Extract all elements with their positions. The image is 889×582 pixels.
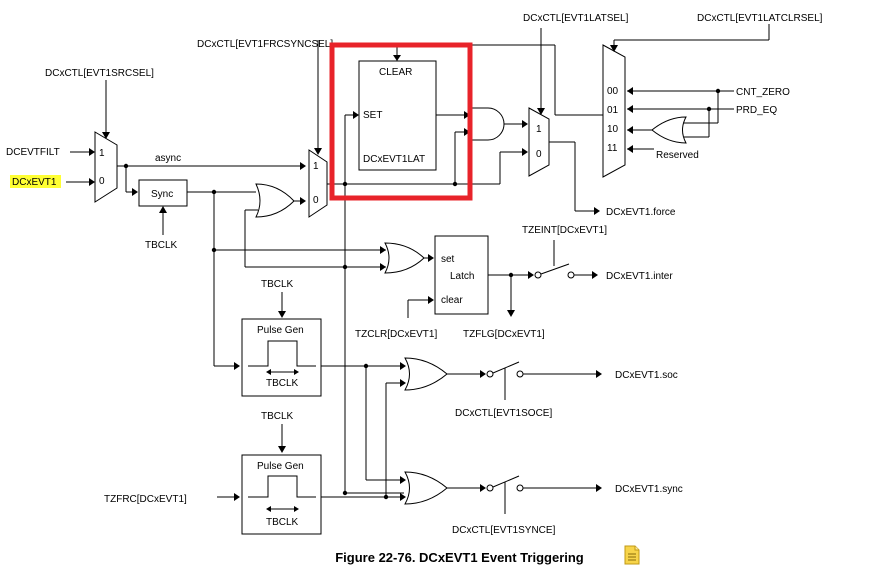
and-gate-latch bbox=[469, 107, 505, 141]
frcsync-mux bbox=[308, 149, 328, 218]
label-evt1srcsel: DCxCTL[EVT1SRCSEL] bbox=[45, 68, 154, 79]
label-tzfrc: TZFRC[DCxEVT1] bbox=[104, 494, 187, 505]
focus-highlight-box bbox=[329, 42, 473, 201]
label-tzclr: TZCLR[DCxEVT1] bbox=[355, 329, 437, 340]
note-icon[interactable] bbox=[624, 545, 640, 565]
label-latch-clear: clear bbox=[441, 295, 463, 306]
label-cnt-zero: CNT_ZERO bbox=[736, 87, 790, 98]
latclr-sel-00: 00 bbox=[607, 86, 619, 97]
switch-sync-in bbox=[486, 484, 494, 492]
pulse-gen-1 bbox=[241, 318, 322, 397]
or-gate-soc bbox=[404, 357, 448, 391]
label-sync-out: DCxEVT1.sync bbox=[615, 484, 683, 495]
input-mux bbox=[94, 131, 118, 203]
label-evt1latclrsel: DCxCTL[EVT1LATCLRSEL] bbox=[697, 13, 823, 24]
label-evt1latsel: DCxCTL[EVT1LATSEL] bbox=[523, 13, 629, 24]
sync-label: Sync bbox=[151, 189, 173, 200]
or-gate-latch bbox=[384, 242, 425, 274]
pulse-gen-2-label: Pulse Gen bbox=[257, 461, 304, 472]
switch-soc-out bbox=[516, 370, 524, 378]
latclr-sel-11: 11 bbox=[607, 143, 618, 154]
label-soce: DCxCTL[EVT1SOCE] bbox=[455, 408, 552, 419]
pulse-gen-1-tbclk: TBCLK bbox=[266, 378, 299, 389]
label-dcxevt1: DCxEVT1 bbox=[12, 177, 57, 188]
label-latch-set: set bbox=[441, 254, 455, 265]
latsel-mux bbox=[528, 107, 550, 177]
frcsync-mux-0: 0 bbox=[313, 195, 319, 206]
label-inter: DCxEVT1.inter bbox=[606, 271, 673, 282]
label-latch: Latch bbox=[450, 271, 474, 282]
interrupt-latch-block bbox=[434, 235, 489, 315]
or-gate-sync bbox=[255, 183, 295, 218]
label-soc: DCxEVT1.soc bbox=[615, 370, 678, 381]
label-tbclk-pulse1: TBCLK bbox=[261, 279, 294, 290]
pulse-gen-1-label: Pulse Gen bbox=[257, 325, 304, 336]
or-gate-syncout bbox=[404, 471, 448, 505]
input-mux-1: 1 bbox=[99, 148, 105, 159]
sync-block bbox=[138, 179, 188, 207]
latsel-mux-1: 1 bbox=[536, 124, 542, 135]
switch-sync-out bbox=[516, 484, 524, 492]
switch-inter-out bbox=[567, 271, 575, 279]
switch-inter-in bbox=[534, 271, 542, 279]
input-mux-0: 0 bbox=[99, 176, 105, 187]
label-reserved: Reserved bbox=[656, 150, 699, 161]
label-tzeint: TZEINT[DCxEVT1] bbox=[522, 225, 607, 236]
dcxevt1lat-block bbox=[358, 60, 437, 171]
label-tzflg: TZFLG[DCxEVT1] bbox=[463, 329, 545, 340]
label-evt1frcsyncsel: DCxCTL[EVT1FRCSYNCSEL] bbox=[197, 39, 333, 50]
label-dcxevt1lat: DCxEVT1LAT bbox=[363, 154, 425, 165]
pulse-gen-2 bbox=[241, 454, 322, 535]
label-tbclk-sync: TBCLK bbox=[145, 240, 178, 251]
latsel-mux-0: 0 bbox=[536, 149, 542, 160]
frcsync-mux-1: 1 bbox=[313, 161, 319, 172]
label-async: async bbox=[155, 153, 181, 164]
label-tbclk-pulse2: TBCLK bbox=[261, 411, 294, 422]
label-dcevtfilt: DCEVTFILT bbox=[6, 147, 60, 158]
or-gate-clr bbox=[651, 116, 687, 144]
pulse-gen-2-tbclk: TBCLK bbox=[266, 517, 299, 528]
dcxevt1-highlight bbox=[10, 175, 61, 188]
switch-soc-in bbox=[486, 370, 494, 378]
latclr-sel-10: 10 bbox=[607, 124, 619, 135]
label-clear-upper: CLEAR bbox=[379, 67, 412, 78]
latclrsel-mux bbox=[602, 44, 626, 178]
figure-caption: Figure 22-76. DCxEVT1 Event Triggering bbox=[335, 550, 584, 565]
label-synce: DCxCTL[EVT1SYNCE] bbox=[452, 525, 556, 536]
label-set-upper: SET bbox=[363, 110, 382, 121]
latclr-sel-01: 01 bbox=[607, 105, 619, 116]
label-prd-eq: PRD_EQ bbox=[736, 105, 777, 116]
label-force: DCxEVT1.force bbox=[606, 207, 676, 218]
